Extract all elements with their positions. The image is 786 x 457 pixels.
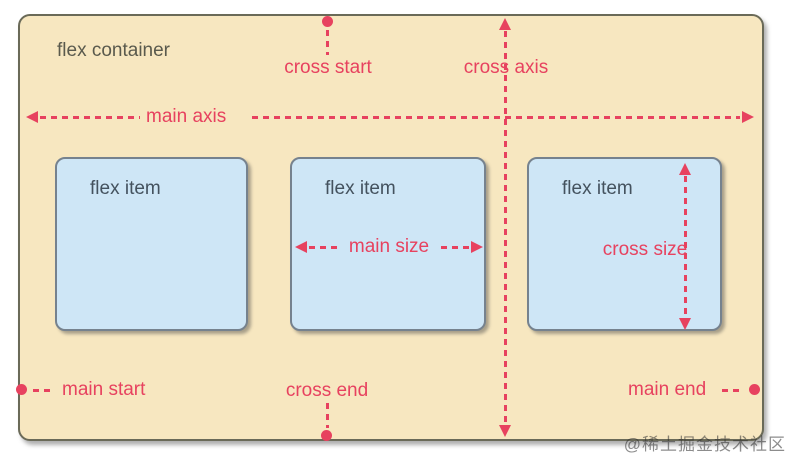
main-size-label: main size xyxy=(348,236,430,257)
main-axis-left-arrowhead-icon xyxy=(26,111,38,123)
flex-item-1-label: flex item xyxy=(90,178,161,199)
cross-end-line xyxy=(326,403,329,428)
flex-item-1: flex item xyxy=(55,157,248,331)
main-axis-line-right xyxy=(252,116,740,119)
cross-axis-down-arrowhead-icon xyxy=(499,425,511,437)
flex-container: flex container flex item flex item flex … xyxy=(18,14,764,441)
main-size-line-right xyxy=(441,246,469,249)
cross-size-line xyxy=(684,176,687,318)
main-size-right-arrowhead-icon xyxy=(471,241,483,253)
main-end-dot-icon xyxy=(749,384,760,395)
main-end-label: main end xyxy=(628,379,707,400)
flex-container-label: flex container xyxy=(57,40,171,61)
watermark: @稀土掘金技术社区 xyxy=(623,435,786,454)
main-axis-label: main axis xyxy=(146,106,227,127)
cross-axis-line xyxy=(504,31,507,424)
cross-size-down-arrowhead-icon xyxy=(679,318,691,330)
main-axis-line-left xyxy=(40,116,140,119)
main-size-line-left xyxy=(309,246,337,249)
cross-end-dot-icon xyxy=(321,430,332,441)
cross-start-line xyxy=(326,30,329,55)
flex-item-2: flex item xyxy=(290,157,486,331)
cross-end-label: cross end xyxy=(285,380,369,401)
cross-size-label: cross size xyxy=(602,239,688,260)
main-axis-right-arrowhead-icon xyxy=(742,111,754,123)
cross-start-dot-icon xyxy=(322,16,333,27)
main-start-dot-icon xyxy=(16,384,27,395)
flex-item-2-label: flex item xyxy=(325,178,396,199)
flex-item-3: flex item xyxy=(527,157,722,331)
cross-axis-up-arrowhead-icon xyxy=(499,18,511,30)
main-end-line xyxy=(722,389,743,392)
cross-axis-label: cross axis xyxy=(463,57,549,78)
cross-size-up-arrowhead-icon xyxy=(679,163,691,175)
cross-start-label: cross start xyxy=(284,57,372,78)
flex-item-3-label: flex item xyxy=(562,178,633,199)
main-start-line xyxy=(33,389,54,392)
main-start-label: main start xyxy=(62,379,146,400)
main-size-left-arrowhead-icon xyxy=(295,241,307,253)
